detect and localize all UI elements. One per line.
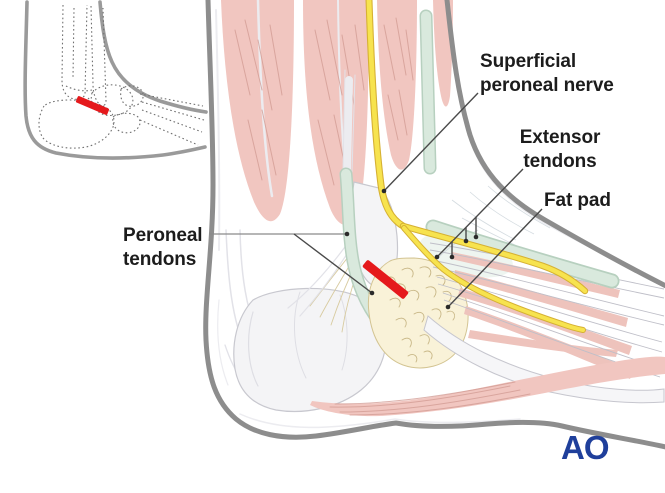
label-line: Fat pad	[544, 190, 611, 211]
muscle-striations	[234, 17, 414, 186]
leg-muscles	[221, 0, 453, 226]
inset-ankle-diagram	[23, 0, 208, 160]
leader-peroneal-tendons	[209, 231, 375, 296]
label-line: peroneal nerve	[480, 75, 614, 96]
label-line: Extensor	[519, 127, 601, 148]
label-peroneal-tendons: Peroneal tendons	[123, 224, 203, 272]
dorsal-retinaculum-band	[425, 219, 620, 289]
anterior-tendon-sheath	[419, 9, 437, 175]
label-line: tendons	[123, 249, 197, 270]
inset-incision-mark	[75, 96, 110, 115]
label-line: tendons	[523, 151, 597, 172]
leader-extensor-tendons	[434, 168, 524, 260]
leader-fat-pad	[445, 208, 543, 310]
peroneus-tendon-strip	[342, 69, 356, 174]
extensor-digitorum-brevis-muscle	[451, 252, 634, 379]
leader-superficial-peroneal-nerve	[381, 92, 479, 194]
leader-lines	[209, 92, 543, 310]
skin-outline	[203, 0, 665, 450]
label-fat-pad: Fat pad	[544, 189, 611, 213]
label-extensor-tendons: Extensor tendons	[500, 126, 620, 174]
superficial-peroneal-nerve-path	[365, 0, 589, 333]
label-superficial-peroneal-nerve: Superficial peroneal nerve	[480, 50, 614, 98]
calcaneus-bone	[233, 287, 387, 413]
label-line: Superficial	[480, 51, 577, 72]
foot-dorsum	[419, 185, 665, 404]
label-line: Peroneal	[123, 225, 203, 246]
incision-mark	[362, 260, 409, 299]
abductor-digiti-minimi-muscle	[310, 356, 665, 417]
ao-logo: AO	[561, 429, 609, 466]
